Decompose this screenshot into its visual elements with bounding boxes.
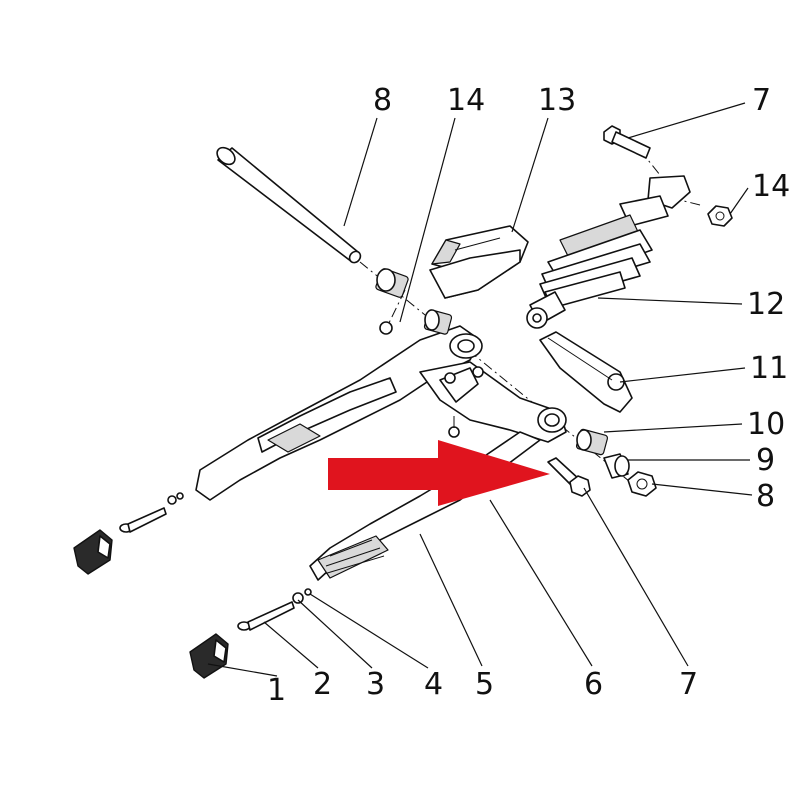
callout-13: 13 bbox=[538, 83, 576, 118]
red-arrow bbox=[328, 440, 550, 506]
callout-3: 3 bbox=[366, 667, 385, 702]
callout-8-top: 8 bbox=[373, 83, 392, 118]
chain-slider bbox=[429, 225, 529, 299]
leader-lines bbox=[207, 102, 753, 677]
link-bracket bbox=[539, 331, 633, 413]
callout-12: 12 bbox=[747, 287, 785, 322]
chain-adjuster-upper bbox=[73, 492, 184, 575]
callout-9: 9 bbox=[756, 443, 775, 478]
shock-bolt bbox=[603, 125, 651, 159]
spacer bbox=[603, 453, 630, 479]
right-bushing bbox=[575, 428, 609, 456]
callout-7-top: 7 bbox=[752, 83, 771, 118]
swingarm bbox=[195, 325, 567, 581]
callout-6: 6 bbox=[584, 667, 603, 702]
shock-nut bbox=[707, 205, 733, 227]
pivot-bolt bbox=[547, 457, 591, 497]
pivot-bushing bbox=[375, 268, 409, 298]
callout-10: 10 bbox=[747, 407, 785, 442]
small-grease-nipple bbox=[379, 321, 460, 438]
callout-labels: 1 2 3 4 5 6 7 8 9 10 11 12 14 7 13 14 8 bbox=[267, 83, 790, 708]
pivot-collar bbox=[423, 309, 453, 335]
callout-5: 5 bbox=[475, 667, 494, 702]
callout-11: 11 bbox=[750, 351, 788, 386]
pivot-shaft bbox=[216, 146, 362, 264]
chain-adjuster-lower bbox=[189, 588, 312, 679]
callout-14-top: 14 bbox=[447, 83, 485, 118]
callout-4: 4 bbox=[424, 667, 443, 702]
callout-1: 1 bbox=[267, 673, 286, 708]
pivot-nut bbox=[627, 471, 657, 497]
callout-2: 2 bbox=[313, 667, 332, 702]
callout-14-right: 14 bbox=[752, 169, 790, 204]
rear-shock bbox=[526, 175, 691, 329]
callout-8-right: 8 bbox=[756, 479, 775, 514]
callout-7-bottom: 7 bbox=[679, 667, 698, 702]
